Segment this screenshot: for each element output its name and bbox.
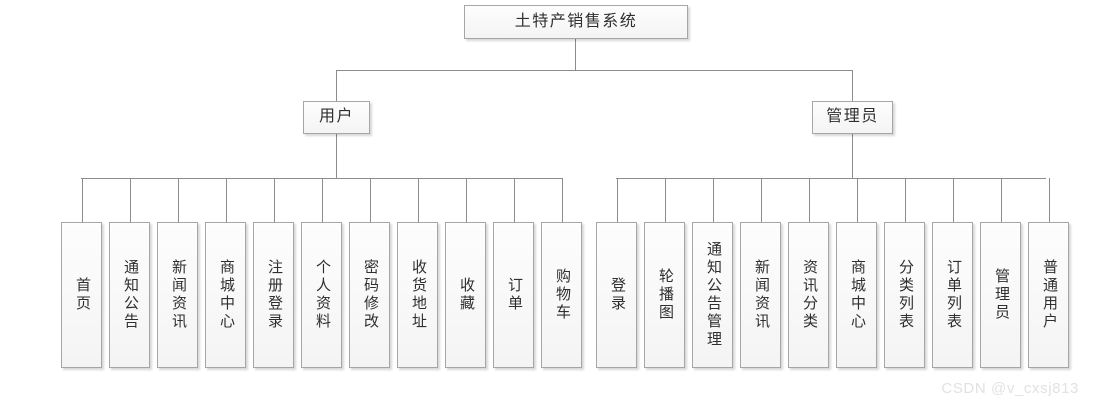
node-leaf-label: 订单列表 <box>945 259 961 331</box>
node-leaf-admin-7[interactable]: 分类列表 <box>884 222 925 368</box>
connector-drop-admin <box>852 70 853 101</box>
node-leaf-label: 新闻资讯 <box>753 259 769 331</box>
connector-drop-user-1 <box>82 178 83 222</box>
node-leaf-user-10[interactable]: 订单 <box>493 222 534 368</box>
node-leaf-label: 通知公告 <box>122 259 138 331</box>
node-leaf-label: 收藏 <box>458 277 474 313</box>
node-leaf-label: 管理员 <box>993 268 1009 322</box>
node-leaf-label: 分类列表 <box>897 259 913 331</box>
connector-drop-user <box>336 70 337 101</box>
connector-drop-admin-1 <box>617 178 618 222</box>
node-leaf-admin-6[interactable]: 商城中心 <box>836 222 877 368</box>
connector-drop-admin-4 <box>761 178 762 222</box>
node-leaf-user-6[interactable]: 个人资料 <box>301 222 342 368</box>
node-leaf-user-8[interactable]: 收货地址 <box>397 222 438 368</box>
connector-drop-admin-3 <box>713 178 714 222</box>
node-leaf-user-11[interactable]: 购物车 <box>541 222 582 368</box>
node-leaf-label: 登录 <box>609 277 625 313</box>
node-branch-admin-label: 管理员 <box>826 108 879 126</box>
node-leaf-label: 轮播图 <box>657 268 673 322</box>
node-leaf-admin-10[interactable]: 普通用户 <box>1028 222 1069 368</box>
connector-drop-user-7 <box>370 178 371 222</box>
node-leaf-label: 首页 <box>74 277 90 313</box>
node-branch-admin[interactable]: 管理员 <box>812 101 893 134</box>
node-leaf-label: 资讯分类 <box>801 259 817 331</box>
connector-drop-admin-5 <box>809 178 810 222</box>
node-leaf-label: 收货地址 <box>410 259 426 331</box>
node-leaf-label: 注册登录 <box>266 259 282 331</box>
node-leaf-label: 购物车 <box>554 268 570 322</box>
node-leaf-user-1[interactable]: 首页 <box>61 222 102 368</box>
connector-root-stem <box>575 39 576 71</box>
watermark: CSDN @v_cxsj813 <box>941 380 1079 397</box>
node-leaf-user-9[interactable]: 收藏 <box>445 222 486 368</box>
connector-drop-admin-10 <box>1049 178 1050 222</box>
connector-drop-admin-7 <box>905 178 906 222</box>
node-leaf-label: 普通用户 <box>1041 259 1057 331</box>
connector-drop-user-10 <box>514 178 515 222</box>
node-root-label: 土特产销售系统 <box>514 12 638 30</box>
connector-drop-user-6 <box>322 178 323 222</box>
node-leaf-admin-2[interactable]: 轮播图 <box>644 222 685 368</box>
node-leaf-label: 个人资料 <box>314 259 330 331</box>
node-leaf-label: 订单 <box>506 277 522 313</box>
node-branch-user[interactable]: 用户 <box>303 101 370 134</box>
connector-drop-user-2 <box>130 178 131 222</box>
node-leaf-admin-3[interactable]: 通知公告管理 <box>692 222 733 368</box>
node-root[interactable]: 土特产销售系统 <box>464 5 688 39</box>
connector-drop-user-4 <box>226 178 227 222</box>
connector-drop-admin-9 <box>1001 178 1002 222</box>
node-leaf-user-3[interactable]: 新闻资讯 <box>157 222 198 368</box>
connector-drop-user-5 <box>274 178 275 222</box>
node-leaf-label: 新闻资讯 <box>170 259 186 331</box>
node-leaf-label: 密码修改 <box>362 259 378 331</box>
connector-drop-user-11 <box>562 178 563 222</box>
node-leaf-user-5[interactable]: 注册登录 <box>253 222 294 368</box>
node-leaf-user-4[interactable]: 商城中心 <box>205 222 246 368</box>
node-leaf-admin-5[interactable]: 资讯分类 <box>788 222 829 368</box>
connector-admin-bus <box>616 178 1046 179</box>
node-leaf-admin-1[interactable]: 登录 <box>596 222 637 368</box>
node-leaf-label: 通知公告管理 <box>705 241 721 349</box>
connector-drop-user-3 <box>178 178 179 222</box>
connector-drop-admin-6 <box>857 178 858 222</box>
connector-drop-user-9 <box>466 178 467 222</box>
node-leaf-user-7[interactable]: 密码修改 <box>349 222 390 368</box>
node-leaf-label: 商城中心 <box>849 259 865 331</box>
connector-drop-admin-8 <box>953 178 954 222</box>
node-leaf-admin-9[interactable]: 管理员 <box>980 222 1021 368</box>
node-branch-user-label: 用户 <box>318 108 354 126</box>
node-leaf-label: 商城中心 <box>218 259 234 331</box>
connector-drop-admin-2 <box>665 178 666 222</box>
node-leaf-admin-4[interactable]: 新闻资讯 <box>740 222 781 368</box>
connector-drop-user-8 <box>418 178 419 222</box>
connector-user-stem <box>336 134 337 178</box>
node-leaf-admin-8[interactable]: 订单列表 <box>932 222 973 368</box>
node-leaf-user-2[interactable]: 通知公告 <box>109 222 150 368</box>
connector-level2-bus <box>336 70 853 71</box>
connector-admin-stem <box>852 134 853 178</box>
